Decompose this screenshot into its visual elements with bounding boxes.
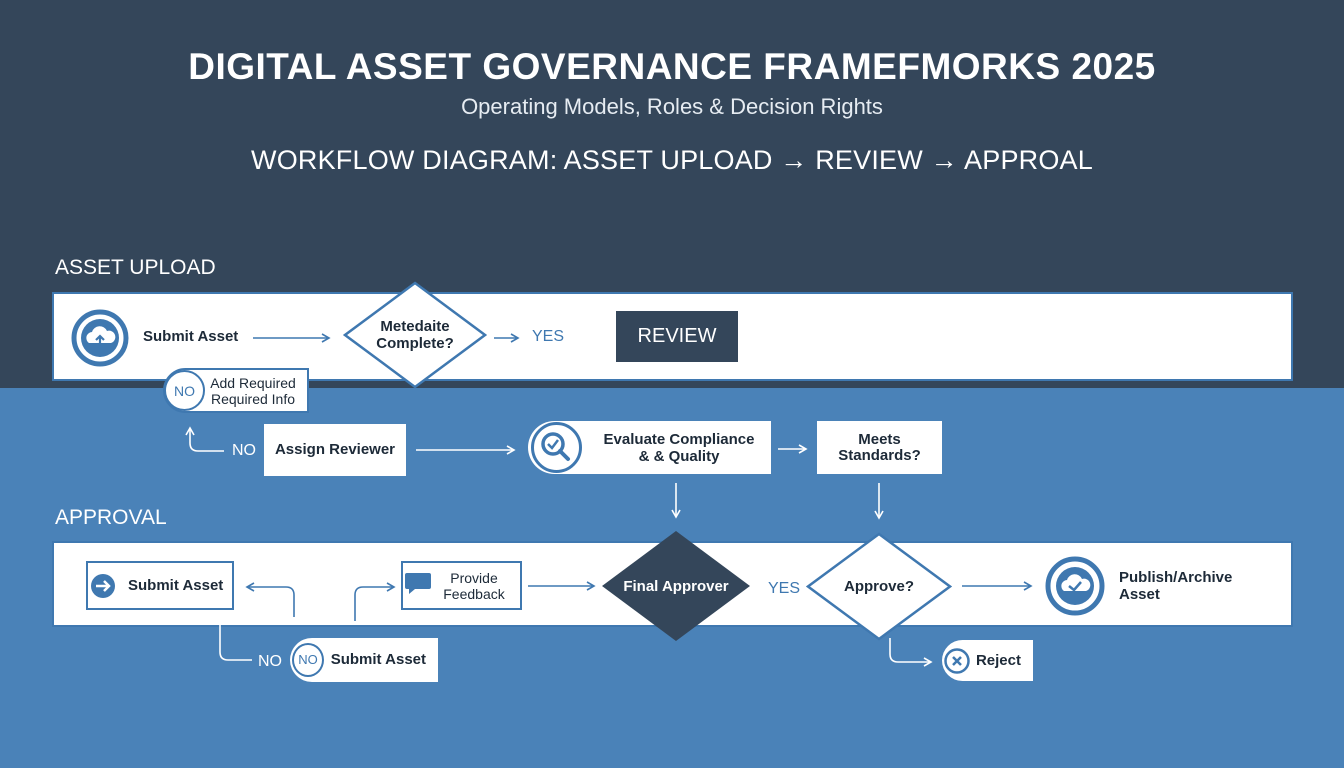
cloud-check-icon	[1045, 556, 1105, 616]
provide-feedback-text: Provide Feedback	[443, 569, 505, 602]
line-no-down	[219, 622, 252, 661]
section-label-upload: ASSET UPLOAD	[55, 256, 216, 279]
evaluate-compliance-text: Evaluate Compliance & & Quality	[603, 430, 755, 465]
section-label-approval: APPROVAL	[55, 506, 167, 529]
meets-standards-box: Meets Standards?	[817, 421, 942, 474]
approve-decision-text: Approve?	[843, 578, 914, 595]
yes-label-upload: YES	[532, 328, 565, 345]
reject-text: Reject	[975, 651, 1021, 669]
assign-reviewer-box: Assign Reviewer	[264, 424, 406, 476]
cloud-upload-icon	[71, 309, 129, 367]
add-required-info-box: Add Required Required Info	[163, 368, 309, 413]
add-required-info-text: Add Required Required Info	[210, 374, 296, 407]
metadata-complete-decision: Metedaite Complete?	[343, 281, 487, 389]
chat-bubble-icon	[403, 569, 433, 597]
final-approver-text: Final Approver	[623, 577, 729, 595]
no-badge-approval: NO	[292, 643, 324, 677]
metadata-complete-text: Metedaite Complete?	[376, 318, 454, 352]
magnify-check-icon	[530, 421, 583, 474]
arrow-to-feedback	[354, 582, 396, 621]
page-subtitle: Operating Models, Roles & Decision Right…	[461, 94, 883, 119]
arrow-right-circle-icon	[90, 573, 116, 599]
arrow-no-loop-up	[185, 426, 224, 452]
submit-asset-label: Submit Asset	[143, 328, 239, 345]
no-badge-upload: NO	[164, 370, 205, 411]
arrow-back-to-submit	[245, 582, 295, 617]
publish-archive-text: Publish/Archive Asset	[1119, 569, 1233, 603]
final-approver-node: Final Approver	[601, 530, 751, 642]
reject-button[interactable]: Reject	[942, 640, 1033, 681]
approve-decision: Approve?	[806, 532, 952, 641]
submit-asset-approval-box[interactable]: Submit Asset	[86, 561, 234, 610]
close-circle-icon	[944, 648, 970, 674]
submit-asset-approval-text: Submit Asset	[128, 576, 224, 594]
page-title: DIGITAL ASSET GOVERNANCE FRAMEFMORKS 202…	[188, 46, 1156, 87]
arrow-approve-to-reject	[889, 638, 933, 667]
yes-label-approval: YES	[768, 580, 801, 597]
no-label-approval: NO	[258, 653, 282, 670]
no-label-review: NO	[232, 442, 256, 459]
review-button[interactable]: REVIEW	[616, 311, 738, 362]
resubmit-asset-text: Submit Asset	[330, 651, 426, 668]
workflow-title: WORKFLOW DIAGRAM: ASSET UPLOAD → REVIEW …	[251, 145, 1093, 175]
